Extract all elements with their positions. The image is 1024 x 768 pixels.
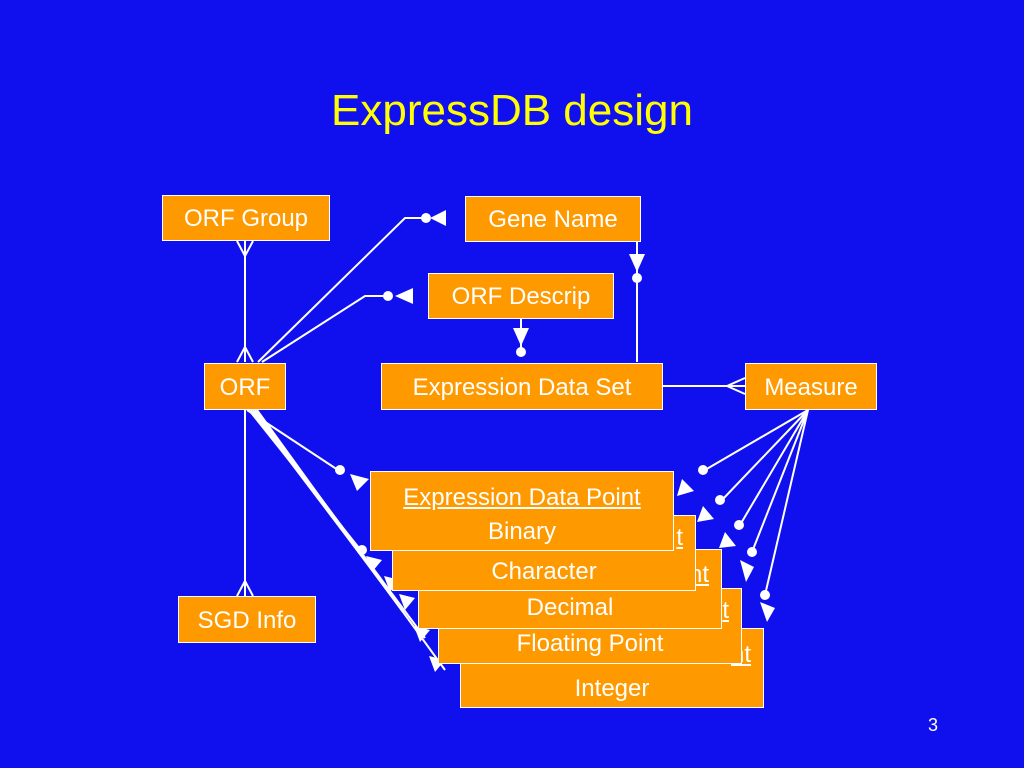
orf-group-label: ORF Group (183, 205, 309, 232)
orf-group-entity[interactable]: ORF Group (162, 195, 330, 241)
floating-point-type-label: Floating Point (516, 630, 664, 657)
expression-data-set-label: Expression Data Set (412, 374, 632, 401)
measure-label: Measure (764, 374, 858, 401)
sgd-info-entity[interactable]: SGD Info (178, 596, 316, 643)
character-header-partial: t (676, 524, 683, 551)
character-type-label: Character (491, 558, 597, 585)
binary-type-label: Binary (487, 518, 557, 545)
binary-data-point-box[interactable]: Expression Data Point Binary (370, 471, 674, 551)
orf-label: ORF (219, 374, 271, 401)
orf-descrip-entity[interactable]: ORF Descrip (428, 273, 614, 319)
slide-title: ExpressDB design (331, 86, 693, 135)
expression-data-point-header: Expression Data Point (403, 484, 641, 511)
sgd-info-label: SGD Info (197, 607, 297, 634)
page-number: 3 (927, 715, 938, 735)
orf-entity[interactable]: ORF (204, 363, 286, 410)
gene-name-entity[interactable]: Gene Name (465, 196, 641, 242)
integer-type-label: Integer (574, 675, 650, 702)
floating-point-header-partial: t (722, 597, 729, 624)
measure-entity[interactable]: Measure (745, 363, 877, 410)
expression-data-set-entity[interactable]: Expression Data Set (381, 363, 663, 410)
orf-descrip-label: ORF Descrip (451, 283, 591, 310)
decimal-type-label: Decimal (526, 594, 614, 621)
gene-name-label: Gene Name (488, 206, 618, 233)
